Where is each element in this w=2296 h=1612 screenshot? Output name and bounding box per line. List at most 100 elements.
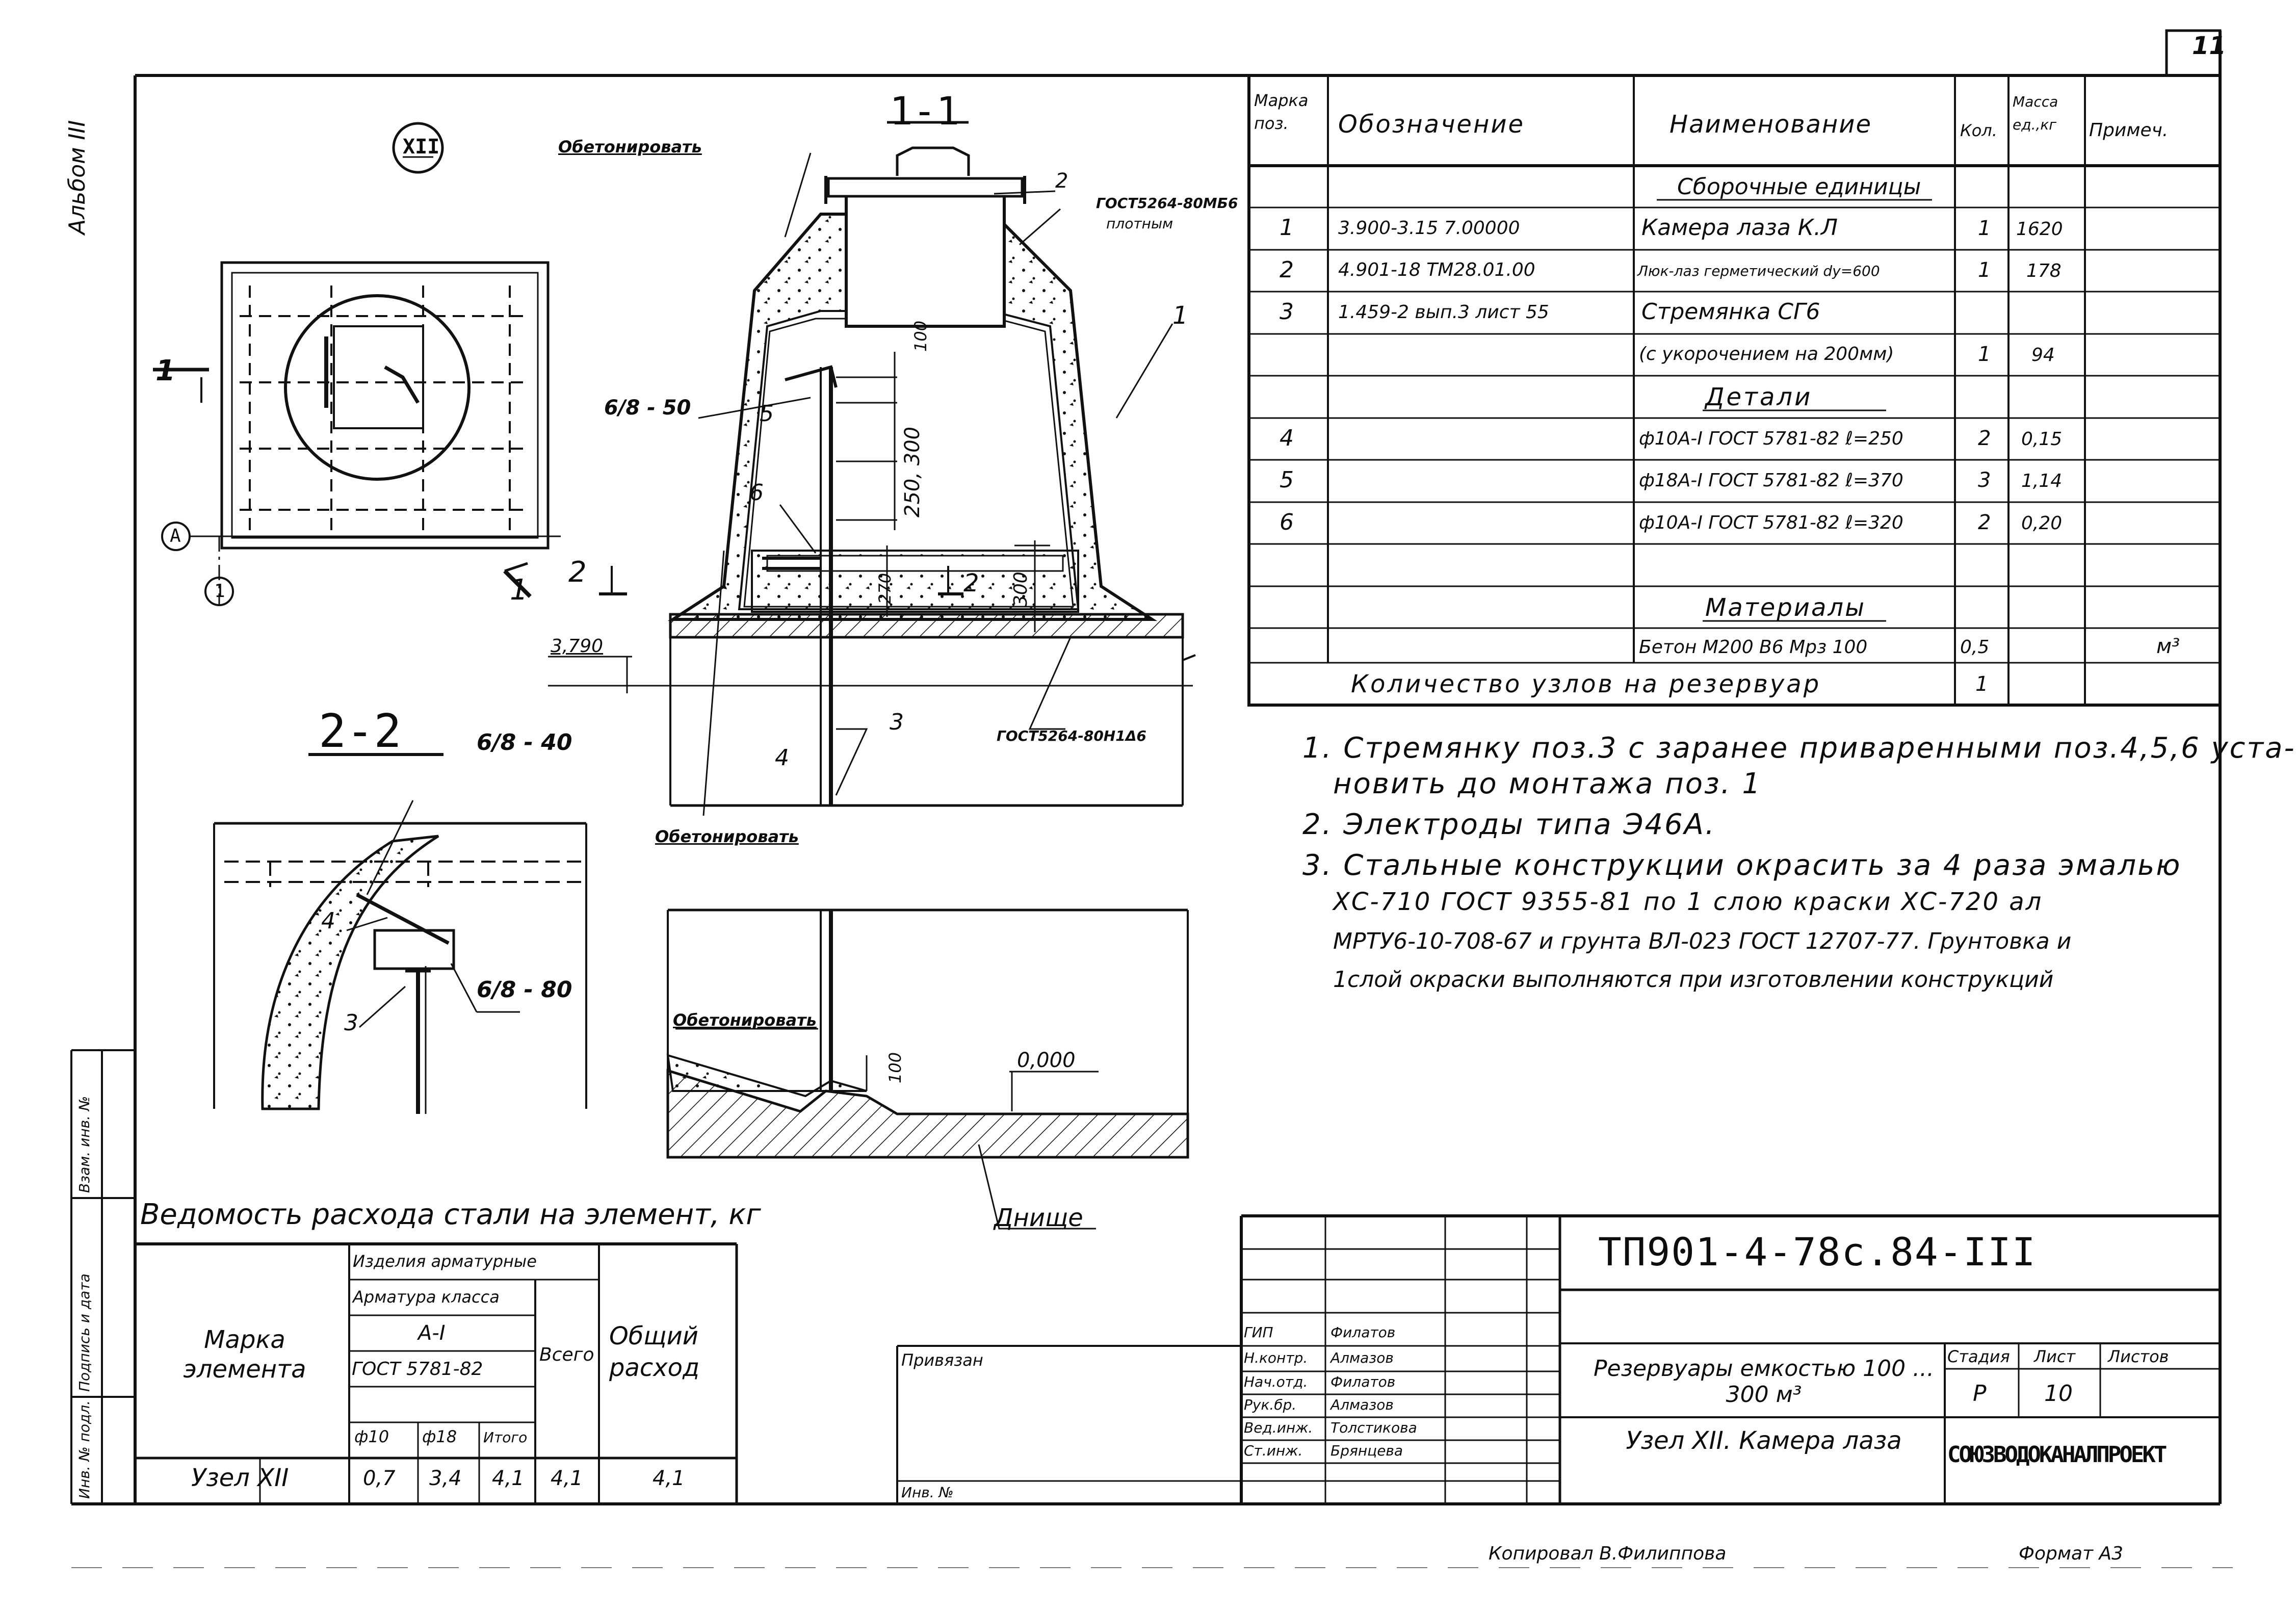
tb-org: СОЮЗВОДОКАНАЛПРОЕКТ <box>1947 1442 2167 1468</box>
steel-col-itogo: Итого <box>483 1429 528 1446</box>
section-2-2-drawing <box>213 753 587 1114</box>
spec-table-grid <box>1247 74 2222 707</box>
spec-row-2-pos: 2 <box>1280 257 1294 283</box>
spec-row-1-mass: 1620 <box>2016 219 2063 240</box>
tb-sheet: 10 <box>2044 1381 2073 1407</box>
spec-header-qty: Кол. <box>1960 121 1997 140</box>
spec-header-pos: Марка поз. <box>1254 91 1309 133</box>
spec-row-1-pos: 1 <box>1280 215 1294 241</box>
footer-format: Формат А3 <box>2019 1543 2124 1564</box>
spec-row-1-code: 3.900-3.15 7.00000 <box>1338 218 1520 239</box>
spec-row-5-name: ф18А-I ГОСТ 5781-82 ℓ=370 <box>1639 470 1903 491</box>
spec-row-2-name: Люк-лаз герметический dу=600 <box>1637 263 1880 279</box>
spec-header-code: Обозначение <box>1338 110 1525 139</box>
dim-100: 100 <box>911 320 930 352</box>
dim-100-bottom: 100 <box>885 1052 905 1083</box>
side-stamp-replace: Взам. инв. № <box>76 1096 93 1193</box>
label-gost-plotno: ГОСТ5264-80МБ6 <box>1096 195 1238 212</box>
label-pos-2: 2 <box>1055 169 1068 193</box>
tb-name-1: Филатов <box>1330 1324 1396 1341</box>
steel-col-gost: ГОСТ 5781-82 <box>352 1359 483 1380</box>
album-label: Альбом III <box>64 120 90 235</box>
plan-view <box>153 122 627 606</box>
spec-row-6-mass: 0,20 <box>2021 513 2063 534</box>
steel-col-mark: Марка элемента <box>183 1325 306 1384</box>
note-3-line-3: МРТУ6-10-708-67 и грунта ВЛ-023 ГОСТ 127… <box>1333 928 2072 954</box>
steel-col-vsego: Всего <box>539 1344 594 1365</box>
detail-marker: XII <box>403 135 440 159</box>
label-pos-4: 4 <box>775 745 789 771</box>
dim-300: 300 <box>1010 571 1031 607</box>
label-plotno: плотным <box>1106 215 1173 232</box>
note-1-line-2: новить до монтажа поз. 1 <box>1333 767 1762 800</box>
label-pos-3: 3 <box>890 709 904 735</box>
tb-role-6: Ст.инж. <box>1244 1442 1303 1459</box>
spec-row-2-mass: 178 <box>2026 261 2062 281</box>
section-1-1-title: 1-1 <box>890 88 960 134</box>
tb-name-4: Алмазов <box>1330 1396 1394 1413</box>
spec-row-4-mass: 0,15 <box>2021 429 2063 450</box>
tb-sheet-label: Лист <box>2034 1347 2076 1366</box>
view-mark-1: 1 <box>155 354 175 387</box>
note-3-line-1: 3. Стальные конструкции окрасить за 4 ра… <box>1302 849 2182 882</box>
note-2: 2. Электроды типа Э46А. <box>1302 808 1716 841</box>
tb-privyazan: Привязан <box>901 1350 983 1370</box>
steel-row-total: 4,1 <box>653 1467 685 1490</box>
spec-row-5-mass: 1,14 <box>2021 471 2063 491</box>
side-stamp-sign: Подпись и дата <box>76 1273 93 1392</box>
spec-row-2-code: 4.901-18 ТМ28.01.00 <box>1338 259 1535 280</box>
note-1-line-1: 1. Стремянку поз.3 с заранее приваренным… <box>1302 732 2296 765</box>
tb-role-4: Рук.бр. <box>1244 1396 1297 1413</box>
spec-row-concrete-note: м³ <box>2156 635 2180 658</box>
label-2-2-pos-3: 3 <box>344 1010 358 1036</box>
tb-inv-no: Инв. № <box>901 1484 954 1501</box>
label-weld-80: 6/8 - 80 <box>477 977 572 1003</box>
spec-row-2-qty: 1 <box>1978 258 1991 282</box>
tb-name-3: Филатов <box>1330 1373 1396 1390</box>
axis-a-label: A <box>170 526 181 547</box>
spec-row-section-materials: Материалы <box>1705 593 1866 622</box>
dim-270: 270 <box>875 573 895 604</box>
steel-row-mark: Узел XII <box>191 1464 289 1492</box>
sheet-frame <box>70 29 2222 1505</box>
tb-stage-label: Стадия <box>1947 1347 2010 1366</box>
doc-code: ТП901-4-78с.84-III <box>1598 1229 2037 1275</box>
spec-row-3b-name: (с укорочением на 200мм) <box>1639 344 1894 365</box>
spec-row-1-name: Камера лаза К.Л <box>1641 215 1838 241</box>
spec-row-section-details: Детали <box>1705 383 1813 411</box>
note-3-line-4: 1слой окраски выполняются при изготовлен… <box>1333 967 2054 993</box>
spec-row-6-name: ф10А-I ГОСТ 5781-82 ℓ=320 <box>1639 512 1903 533</box>
spec-row-3b-mass: 94 <box>2031 345 2055 366</box>
section-1-1-drawing <box>548 121 1196 816</box>
label-pos-1: 1 <box>1172 301 1188 330</box>
label-pos-6: 6 <box>749 480 764 506</box>
spec-row-4-name: ф10А-I ГОСТ 5781-82 ℓ=250 <box>1639 428 1903 449</box>
tb-name-6: Брянцева <box>1330 1442 1403 1459</box>
spec-total-qty: 1 <box>1975 672 1989 696</box>
label-obetonirovat-bottom: Обетонировать <box>655 827 799 846</box>
spec-row-3-pos: 3 <box>1280 299 1294 325</box>
label-pos-5: 5 <box>760 401 774 427</box>
steel-col-total: Общий расход <box>609 1322 700 1383</box>
steel-col-class: Арматура класса <box>353 1287 500 1307</box>
tb-role-2: Н.контр. <box>1244 1349 1308 1366</box>
tb-object: Резервуары емкостью 100 ... 300 м³ <box>1593 1356 1935 1408</box>
label-weld-40: 6/8 - 40 <box>477 730 572 756</box>
tb-stage: Р <box>1973 1381 1987 1407</box>
steel-col-group: Изделия арматурные <box>353 1252 537 1271</box>
tb-role-5: Вед.инж. <box>1244 1419 1313 1436</box>
steel-row-vsego: 4,1 <box>551 1467 583 1490</box>
note-3-line-2: ХС-710 ГОСТ 9355-81 по 1 слою краски ХС-… <box>1333 888 2043 916</box>
tb-sheets-label: Листов <box>2108 1347 2169 1366</box>
spec-row-section-assembly: Сборочные единицы <box>1677 174 1921 200</box>
bottom-section-drawing <box>666 908 1189 1230</box>
footer-copied: Копировал В.Филиппова <box>1489 1543 1727 1564</box>
label-weld-50: 6/8 - 50 <box>604 396 691 420</box>
cut-mark-1: 1 <box>510 574 528 607</box>
spec-row-5-qty: 3 <box>1978 469 1991 492</box>
cut-mark-2: 2 <box>963 569 979 597</box>
steel-col-d10: ф10 <box>354 1427 389 1446</box>
spec-header-name: Наименование <box>1669 110 1872 139</box>
steel-table-title: Ведомость расхода стали на элемент, кг <box>140 1198 761 1231</box>
spec-row-1-qty: 1 <box>1978 217 1991 240</box>
